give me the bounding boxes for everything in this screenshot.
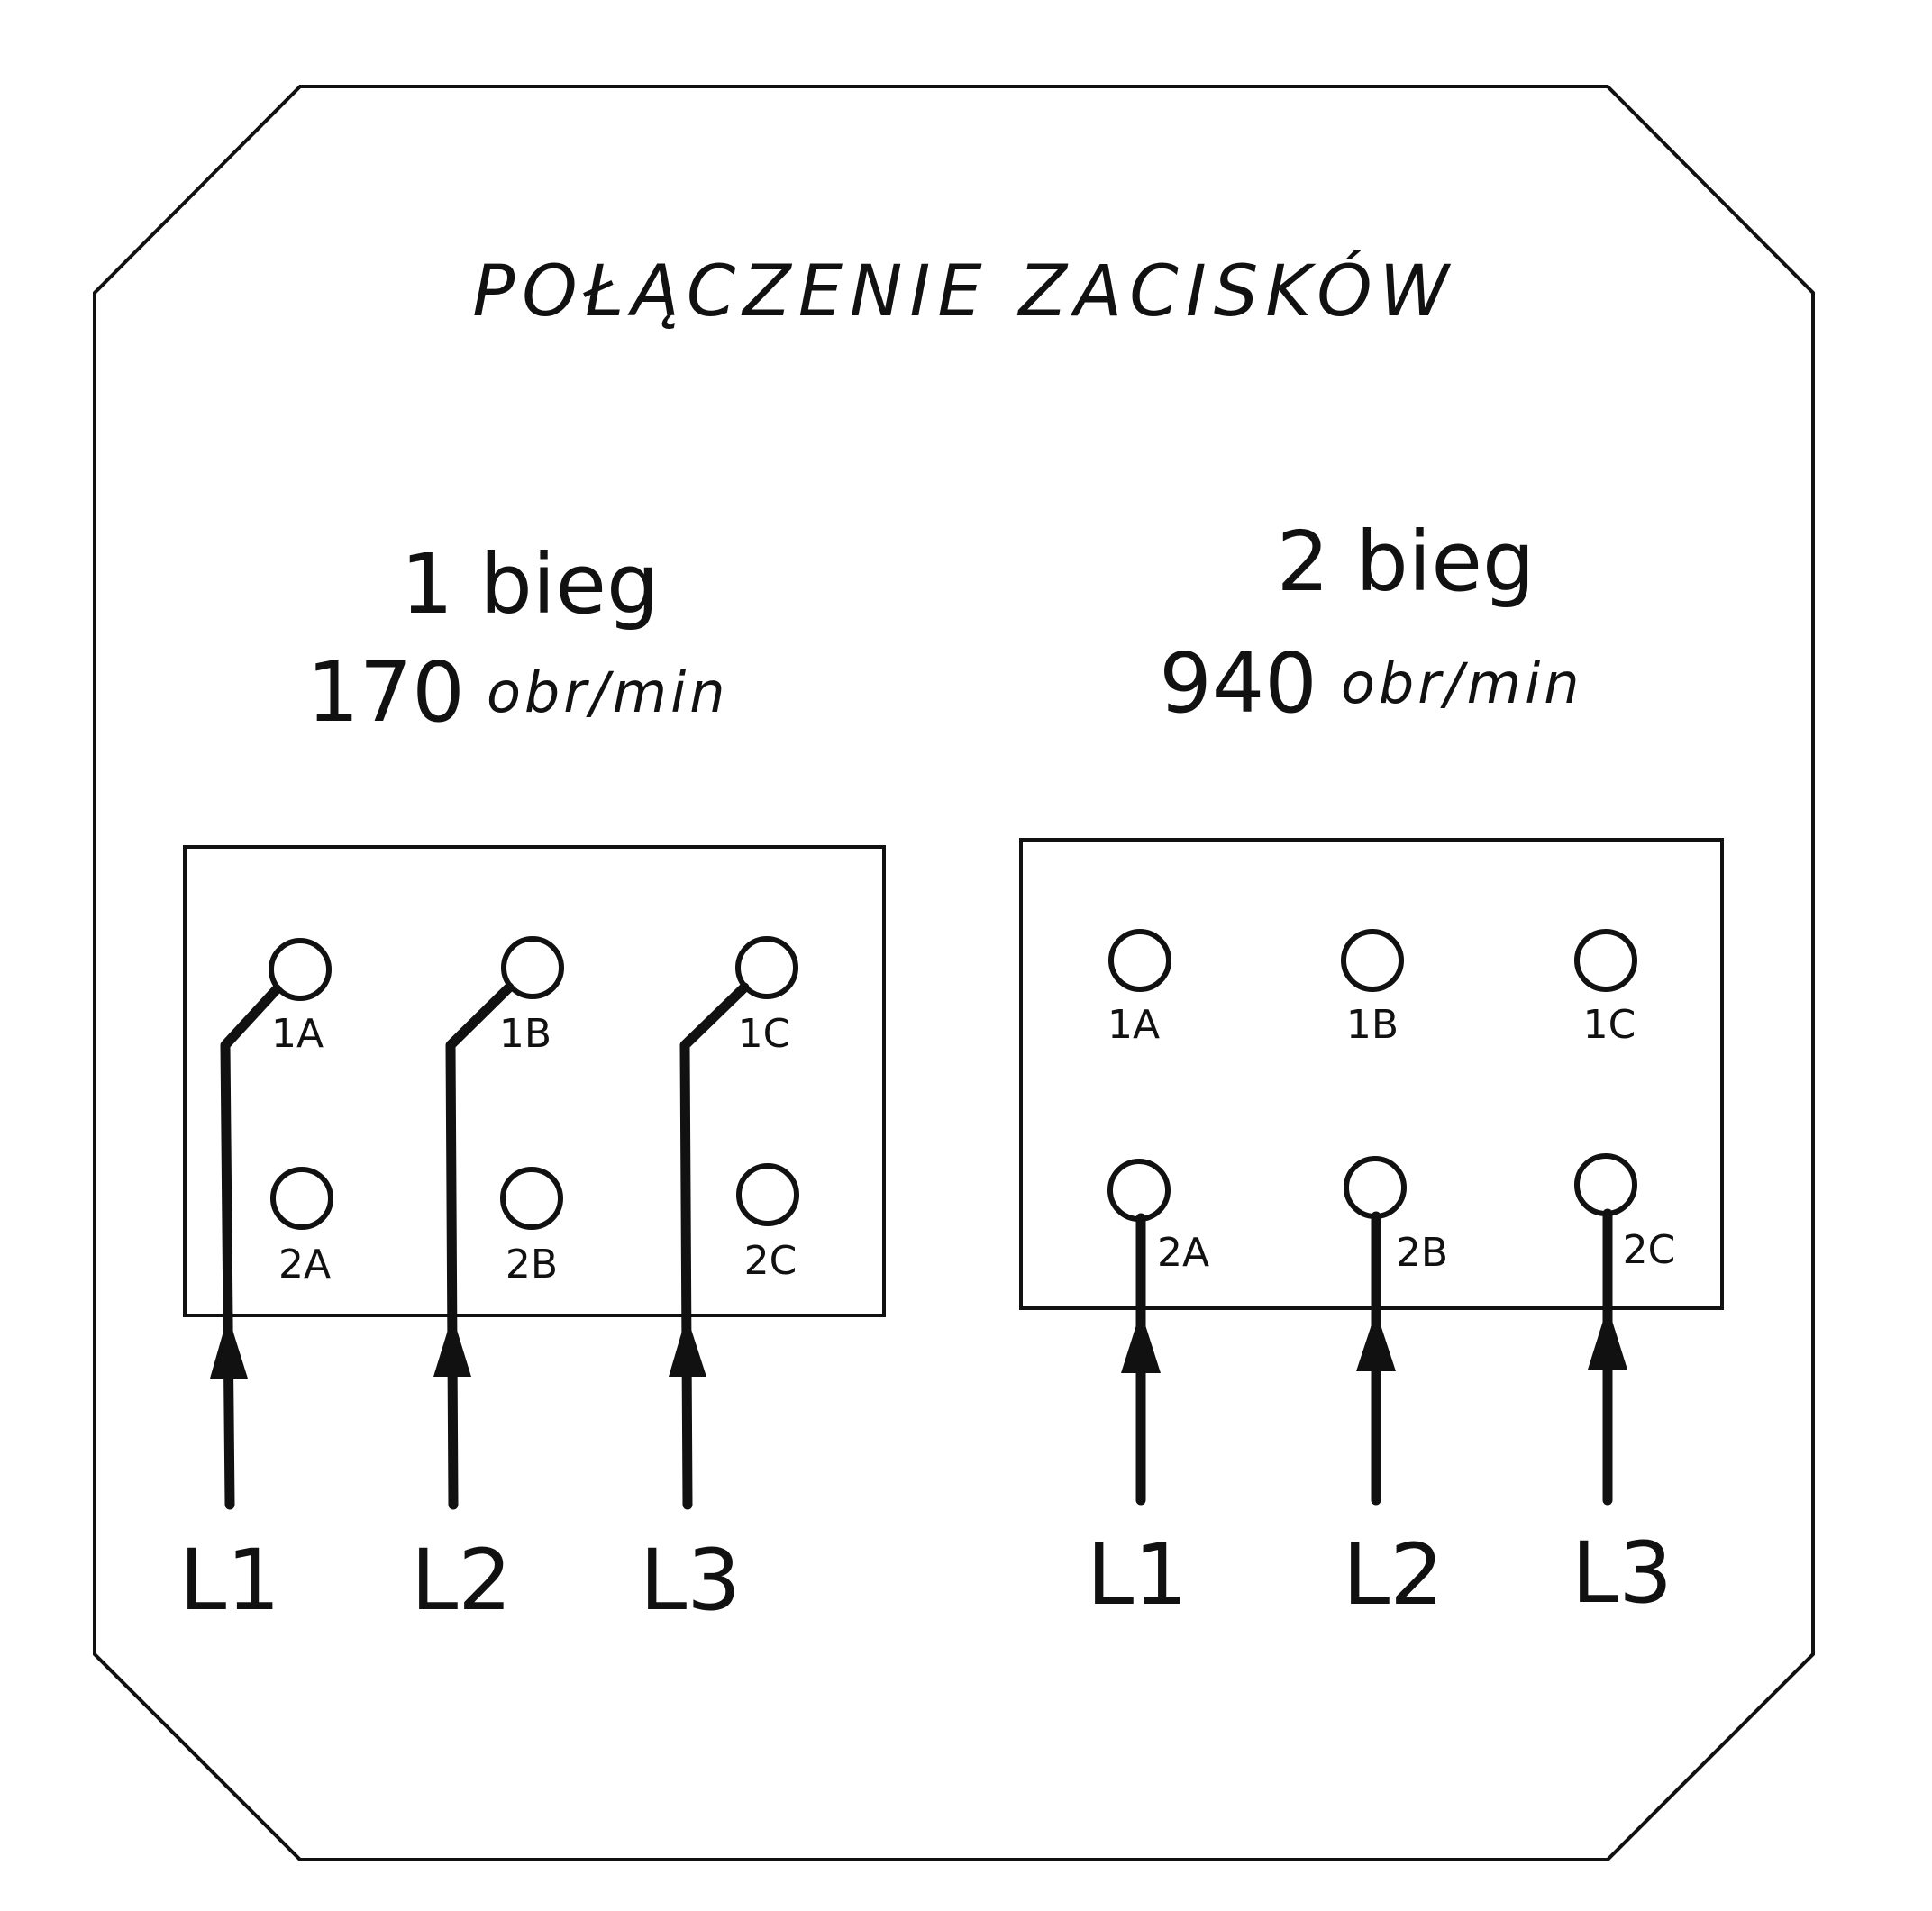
terminal-label-2C: 2C xyxy=(1623,1227,1676,1273)
panel-2-speed: 2 bieg xyxy=(1277,514,1536,610)
plate-title: POŁĄCZENIE ZACISKÓW xyxy=(472,250,1456,332)
terminal-label-2A: 2A xyxy=(278,1242,331,1288)
terminal-1B xyxy=(1341,929,1404,992)
terminal-label-2B: 2B xyxy=(1396,1230,1448,1276)
terminal-2A xyxy=(1107,1159,1171,1222)
panel-1-terminals: 1A 1B 1C 2A 2B 2C xyxy=(269,936,799,1288)
terminal-label-1B: 1B xyxy=(499,1011,551,1057)
terminal-2A xyxy=(270,1167,333,1230)
arrow-icon xyxy=(210,1315,248,1379)
terminal-2C xyxy=(736,1163,799,1226)
terminal-1B xyxy=(501,936,564,999)
wire-L1-1A xyxy=(220,984,282,1510)
panel-2-terminals: 1A 1B 1C 2A 2B 2C xyxy=(1107,929,1676,1276)
panel-1-terminal-box xyxy=(183,845,886,1317)
arrow-icon xyxy=(1588,1306,1627,1370)
terminal-label-1C: 1C xyxy=(1583,1002,1636,1048)
panel-1-line-L3: L3 xyxy=(640,1532,741,1630)
panel-2-line-L3: L3 xyxy=(1572,1524,1672,1623)
terminal-1C xyxy=(1574,929,1637,992)
terminal-2C xyxy=(1574,1153,1637,1216)
terminal-label-2C: 2C xyxy=(744,1238,797,1284)
terminal-2B xyxy=(500,1167,563,1230)
wire-L3-1C xyxy=(679,982,750,1510)
panel-2-rpm: 940 xyxy=(1159,635,1317,732)
plate-outline xyxy=(93,85,1815,1861)
arrow-icon xyxy=(669,1315,706,1377)
arrow-icon xyxy=(433,1315,471,1377)
panel-2-unit: obr/min xyxy=(1341,651,1583,716)
terminal-label-2B: 2B xyxy=(506,1242,558,1288)
panel-1-rpm: 170 xyxy=(306,644,465,741)
terminal-label-1B: 1B xyxy=(1346,1002,1399,1048)
panel-2-line-L1: L1 xyxy=(1087,1526,1188,1624)
panel-1-arrows xyxy=(210,1315,706,1379)
terminal-1A xyxy=(269,938,332,1001)
terminal-1A xyxy=(1108,929,1171,992)
panel-1-unit: obr/min xyxy=(487,660,729,725)
panel-1-line-L2: L2 xyxy=(411,1532,512,1630)
terminal-label-1A: 1A xyxy=(1107,1002,1160,1048)
panel-2-line-L2: L2 xyxy=(1343,1526,1444,1624)
panel-1-speed: 1 bieg xyxy=(401,536,660,632)
panel-1-line-L1: L1 xyxy=(179,1532,280,1630)
arrow-icon xyxy=(1121,1311,1161,1373)
terminal-label-1A: 1A xyxy=(271,1011,324,1057)
panel-2-arrows xyxy=(1121,1306,1627,1373)
terminal-2B xyxy=(1344,1156,1407,1219)
terminal-label-1C: 1C xyxy=(738,1011,791,1057)
terminal-label-2A: 2A xyxy=(1157,1230,1209,1276)
wire-L2-1B xyxy=(445,982,515,1510)
terminal-1C xyxy=(735,936,798,999)
arrow-icon xyxy=(1356,1311,1396,1371)
